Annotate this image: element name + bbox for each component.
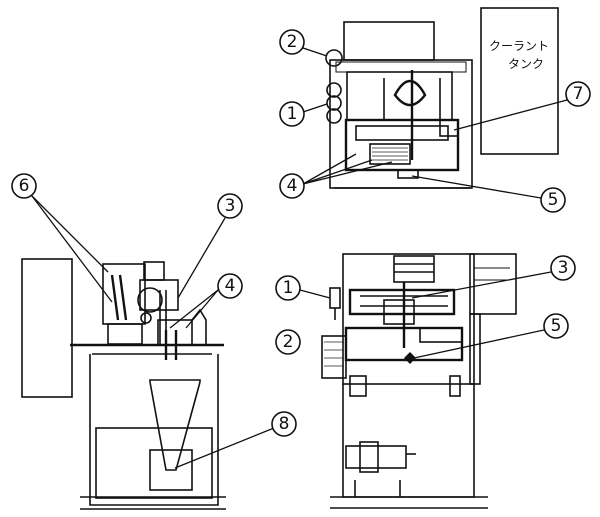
front-table	[344, 326, 464, 362]
side-knob	[140, 312, 152, 324]
front-view	[321, 253, 517, 509]
side-base-panel	[95, 427, 213, 499]
callout-circle-front-2	[275, 329, 301, 355]
front-drain-mark	[404, 352, 416, 364]
callout-top-1: 1	[287, 104, 298, 124]
callout-left-3: 3	[225, 196, 236, 216]
side-chip-chute	[149, 381, 201, 471]
callout-circle-top-2	[279, 29, 305, 55]
callout-circle-left-8	[271, 411, 297, 437]
plan-top-rail	[335, 61, 467, 73]
side-base	[89, 354, 219, 506]
callout-left-8: 8	[279, 414, 290, 434]
plan-coolant-nozzle	[439, 119, 459, 137]
front-base	[342, 384, 475, 498]
callout-circle-top-5	[540, 187, 566, 213]
callout-front-2: 2	[283, 332, 294, 352]
callout-circle-top-7	[565, 81, 591, 107]
callout-circle-front-3	[550, 255, 576, 281]
plan-spindle-shape	[393, 79, 427, 107]
plan-handwheel-2	[325, 49, 343, 67]
callout-left-4: 4	[225, 276, 236, 296]
callout-left-6: 6	[19, 176, 30, 196]
plan-slide	[355, 125, 449, 141]
front-motor	[393, 255, 435, 283]
plan-table	[344, 118, 460, 172]
plan-vise	[369, 143, 411, 165]
callout-circle-top-4	[279, 173, 305, 199]
side-column	[107, 323, 143, 345]
plan-head-housing	[346, 71, 453, 121]
tank-label-line1: クーラント	[489, 39, 549, 53]
side-chip-bin	[149, 449, 193, 491]
callout-circle-front-5	[543, 313, 569, 339]
callout-circle-left-4	[217, 273, 243, 299]
tank-label-line2: タンク	[508, 57, 544, 71]
plan-handwheel-1b	[326, 95, 342, 111]
callout-front-5: 5	[551, 316, 562, 336]
callout-top-4: 4	[287, 176, 298, 196]
front-lever	[349, 375, 367, 397]
callout-circle-left-6	[11, 173, 37, 199]
front-pump	[345, 445, 407, 469]
plan-handwheel-1a	[326, 82, 342, 98]
callout-circle-front-1	[275, 275, 301, 301]
plan-chip-outlet	[397, 169, 419, 179]
callout-top-7: 7	[573, 84, 584, 104]
coolant-tank	[480, 7, 559, 155]
front-head	[348, 288, 456, 316]
side-motor-cap	[143, 261, 165, 281]
front-handwheel	[329, 287, 341, 309]
callout-circle-top-1	[279, 101, 305, 127]
callout-circle-left-3	[217, 193, 243, 219]
side-view	[21, 258, 226, 510]
plan-handwheel-1c	[326, 108, 342, 124]
callout-top-5: 5	[548, 190, 559, 210]
side-pulley	[137, 287, 163, 313]
plan-motor-block	[343, 21, 435, 61]
front-control-box	[469, 253, 517, 315]
callout-front-1: 1	[283, 278, 294, 298]
front-upper-frame	[342, 253, 475, 385]
side-cabinet	[21, 258, 73, 398]
front-coolant-nozzle	[419, 327, 463, 343]
callout-top-2: 2	[287, 32, 298, 52]
plan-view: クーラント タンク	[325, 7, 559, 189]
front-spindle-housing	[383, 299, 415, 325]
callout-front-3: 3	[558, 258, 569, 278]
side-motor	[139, 279, 179, 311]
